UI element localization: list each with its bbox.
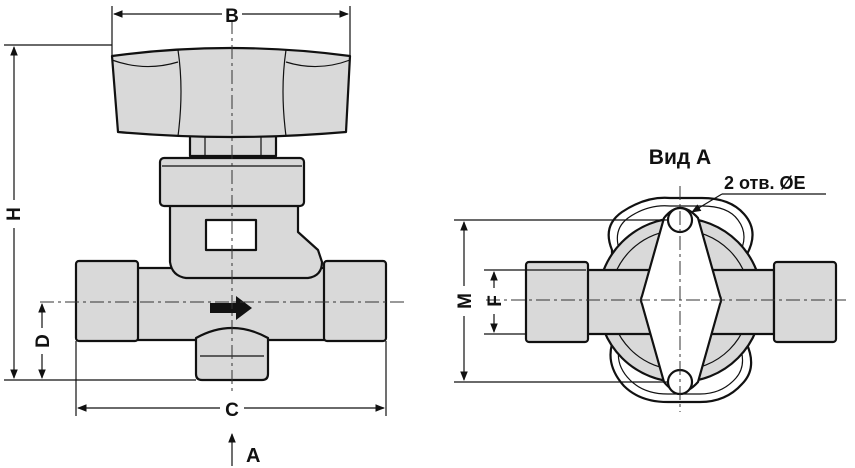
dim-label-f: F xyxy=(485,295,506,307)
view-a-left-fitting xyxy=(524,260,590,344)
left-end-fitting xyxy=(74,259,140,343)
dimension-f: F xyxy=(484,269,586,335)
hole-note: 2 отв. ØE xyxy=(691,173,826,213)
view-a-title: Вид А xyxy=(649,146,711,169)
dimension-h: H xyxy=(4,44,196,381)
view-a-right-fitting xyxy=(772,260,838,344)
dim-label-b: B xyxy=(225,6,239,27)
dimension-m: M xyxy=(454,219,668,383)
view-arrow-label: A xyxy=(246,445,260,467)
view-a xyxy=(486,186,846,412)
body-window xyxy=(204,218,258,252)
dim-label-m: M xyxy=(455,293,476,309)
dimension-b: B xyxy=(111,6,351,56)
right-end-fitting xyxy=(322,259,388,343)
handwheel xyxy=(110,46,352,139)
hole-note-text: 2 отв. ØE xyxy=(724,173,805,193)
view-arrow-a: A xyxy=(228,433,260,467)
dim-label-d: D xyxy=(33,334,54,348)
dim-label-h: H xyxy=(4,207,25,221)
dim-label-c: C xyxy=(225,400,239,421)
dimension-c: C xyxy=(75,341,387,421)
dimension-d: D xyxy=(33,303,54,379)
front-view xyxy=(40,20,404,392)
